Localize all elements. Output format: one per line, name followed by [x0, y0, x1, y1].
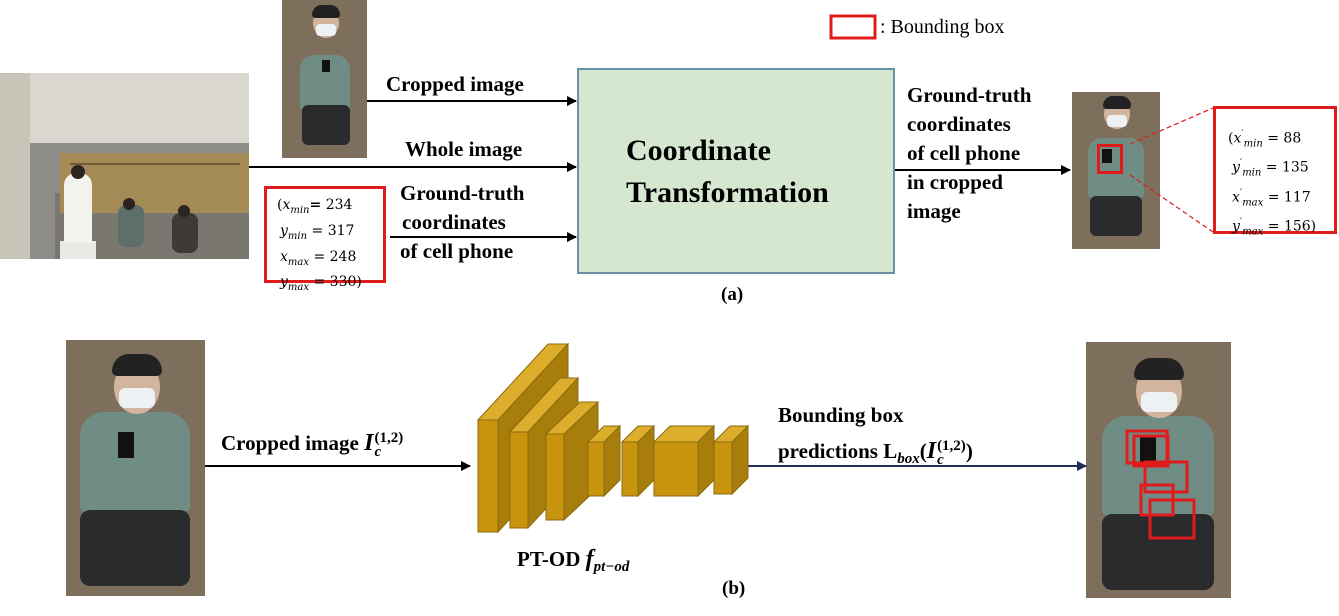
gt-bounding-box [1097, 144, 1123, 174]
output-coords-box: (x′min = 88 y′min = 135 x′max = 117 y′ma… [1213, 106, 1337, 238]
transform-title-line2: Transformation [626, 176, 829, 209]
legend-label: : Bounding box [880, 16, 1005, 38]
caption-b: (b) [722, 578, 746, 599]
prediction-photo-b [1086, 342, 1231, 598]
label-cropped-image: Cropped image [386, 72, 524, 96]
caption-a: (a) [721, 284, 744, 305]
label-input-b: Cropped image I(1,2)c [221, 430, 404, 461]
pred-box-2 [1132, 434, 1170, 468]
coordinate-transformation-box: Coordinate Transformation [577, 68, 895, 274]
label-model-b: PT-OD fpt−od [517, 546, 630, 576]
cnn-layer-7 [712, 424, 750, 496]
input-cropped-photo-b [66, 340, 205, 596]
label-gt-coords: Ground-truth coordinates of cell phone [400, 181, 525, 263]
pred-box-3 [1143, 460, 1189, 494]
legend-swatch [829, 14, 877, 40]
cnn-layer-5 [620, 424, 656, 498]
cropped-person-photo [282, 0, 367, 158]
label-whole-image: Whole image [405, 137, 523, 161]
input-coords-box: (xmin= 234 ymin = 317 xmax = 248 ymax = … [264, 186, 386, 293]
whole-room-photo [0, 73, 249, 259]
zoom-line-bottom [1129, 174, 1214, 233]
zoom-line-top [1129, 107, 1214, 145]
cnn-layer-6 [652, 424, 716, 498]
label-gt-cropped: Ground-truth coordinates of cell phone i… [907, 83, 1032, 223]
label-output-b: Bounding box predictions Lbox(I(1,2)c) [778, 403, 973, 469]
pred-box-5 [1148, 498, 1196, 540]
output-cropped-photo [1072, 92, 1160, 249]
transform-title-line1: Coordinate [626, 134, 771, 167]
cnn-layer-4 [586, 424, 622, 498]
